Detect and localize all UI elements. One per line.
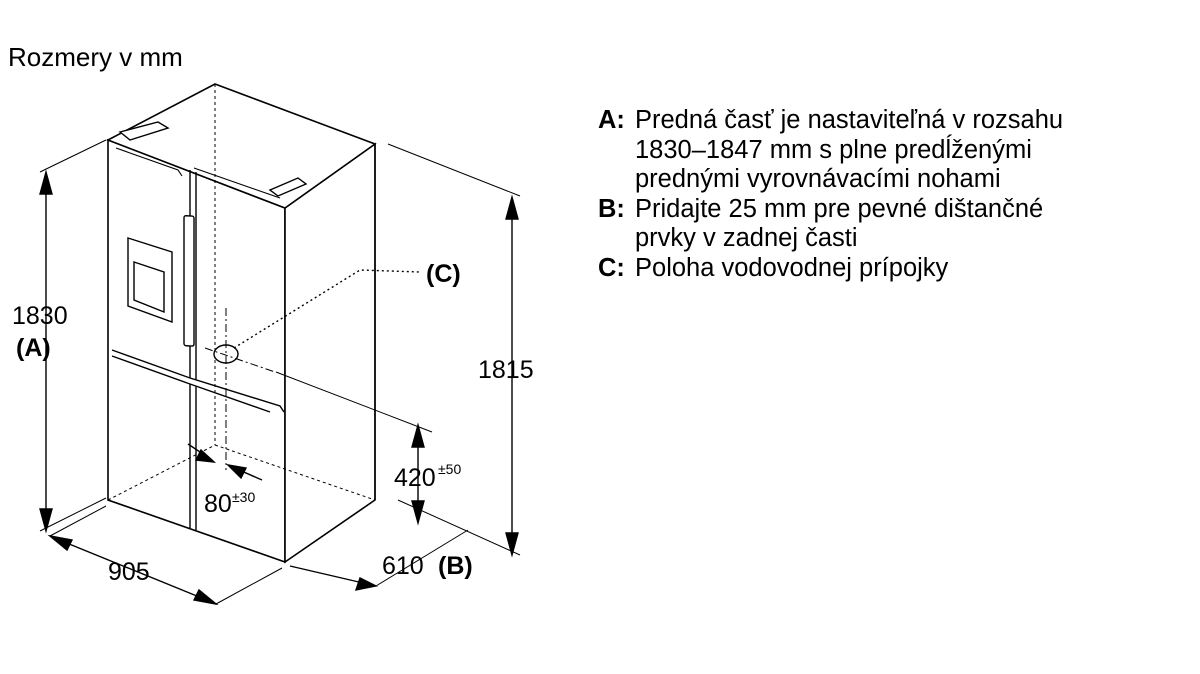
legend-text: Pridajte 25 mm pre pevné dištančné prvky… <box>635 194 1044 253</box>
conn-offset-label: 80 <box>204 490 232 518</box>
dimension-610-line <box>289 529 469 591</box>
conn-height-tol: ±50 <box>438 461 461 477</box>
legend: A: Predná časť je nastaviteľná v rozsahu… <box>598 106 1063 283</box>
legend-item-c: C: Poloha vodovodnej prípojky <box>598 254 1063 284</box>
dimension-1830-line <box>39 139 107 534</box>
legend-key: B: <box>598 194 625 223</box>
fridge-outline-icon <box>106 83 377 564</box>
legend-key: A: <box>598 106 625 134</box>
dimension-80-line <box>187 443 263 481</box>
dimension-420-line <box>275 371 433 526</box>
height-front-label: 1830 <box>12 302 68 330</box>
water-connection-marker <box>204 269 421 470</box>
legend-item-b: B: Pridajte 25 mm pre pevné dištančné pr… <box>598 195 1063 254</box>
dimension-1815-line <box>387 143 521 558</box>
height-rear-label: 1815 <box>478 356 534 384</box>
conn-callout-label: (C) <box>426 260 461 288</box>
legend-text: Poloha vodovodnej prípojky <box>635 253 949 282</box>
legend-key: C: <box>598 253 625 282</box>
conn-height-label: 420 <box>394 464 436 492</box>
legend-item-a: A: Predná časť je nastaviteľná v rozsahu… <box>598 106 1063 195</box>
width-label: 905 <box>108 558 150 586</box>
depth-ref: (B) <box>438 552 473 580</box>
height-front-ref: (A) <box>16 334 51 362</box>
page-title: Rozmery v mm <box>8 42 183 72</box>
legend-text: Predná časť je nastaviteľná v rozsahu 18… <box>635 106 1064 193</box>
depth-label: 610 <box>382 552 424 580</box>
conn-offset-tol: ±30 <box>232 489 255 505</box>
dimension-905-line <box>47 505 283 606</box>
